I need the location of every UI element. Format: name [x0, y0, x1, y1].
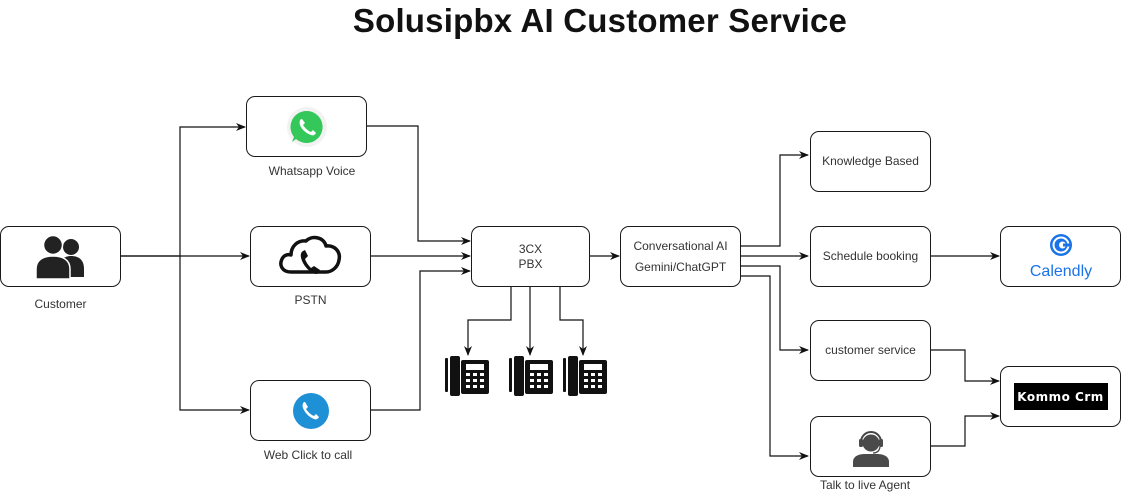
- ai-label-line1: Conversational AI: [633, 238, 728, 253]
- pstn-label: PSTN: [294, 293, 327, 307]
- live-agent-label: Talk to live Agent: [819, 478, 911, 492]
- whatsapp-icon: [286, 106, 327, 147]
- web-call-node[interactable]: [250, 380, 371, 441]
- cloud-phone-icon: [278, 235, 341, 274]
- customer-node[interactable]: [0, 226, 121, 287]
- pbx-node[interactable]: 3CX PBX: [471, 226, 590, 287]
- knowledge-label: Knowledge Based: [822, 154, 919, 168]
- desk-phone-1: [445, 356, 489, 396]
- pbx-label-line1: 3CX: [518, 241, 543, 256]
- calendly-node[interactable]: Calendly: [1000, 226, 1121, 287]
- diagram-title: Solusipbx AI Customer Service: [352, 2, 848, 39]
- schedule-node[interactable]: Schedule booking: [810, 226, 931, 287]
- knowledge-node[interactable]: Knowledge Based: [810, 131, 931, 192]
- live-agent-node[interactable]: [810, 416, 931, 477]
- edge-pbx-phone-1: [464, 287, 512, 356]
- calendly-wordmark: Calendly: [1029, 263, 1091, 280]
- calendly-logo-icon: Calendly: [1029, 233, 1092, 280]
- edge-ai-live-agent: [741, 275, 809, 460]
- customer-label: Customer: [34, 297, 87, 311]
- edge-customer-whatsapp: [121, 123, 246, 257]
- desk-phone-2: [509, 356, 553, 396]
- web-call-label: Web Click to call: [263, 448, 353, 462]
- edge-whatsapp-pbx: [367, 125, 471, 245]
- edge-webcall-pbx: [371, 267, 471, 411]
- kommo-logo-icon: Kommo Crm: [1013, 383, 1108, 410]
- edge-customer-service-kommo: [931, 349, 1000, 385]
- customer-service-label: customer service: [825, 343, 916, 357]
- ai-node[interactable]: Conversational AI Gemini/ChatGPT: [620, 226, 741, 287]
- whatsapp-node[interactable]: [246, 96, 367, 157]
- whatsapp-label: Whatsapp Voice: [268, 164, 356, 178]
- kommo-node[interactable]: Kommo Crm: [1000, 366, 1121, 427]
- schedule-label: Schedule booking: [822, 249, 919, 263]
- desk-phone-3: [563, 356, 607, 396]
- customer-service-node[interactable]: customer service: [810, 320, 931, 381]
- edge-pbx-phone-3: [559, 287, 587, 356]
- edge-live-agent-kommo: [931, 412, 1000, 447]
- ai-label-line2: Gemini/ChatGPT: [634, 259, 727, 274]
- users-icon: [34, 234, 84, 280]
- phone-circle-icon: [292, 392, 329, 429]
- edge-ai-customer-service: [741, 265, 809, 354]
- headset-agent-icon: [852, 430, 889, 467]
- edge-ai-knowledge: [741, 151, 809, 247]
- edge-customer-webcall: [179, 256, 250, 414]
- pbx-label-line2: PBX: [518, 256, 543, 271]
- kommo-wordmark: Kommo Crm: [1017, 389, 1104, 404]
- pstn-node[interactable]: [250, 226, 371, 287]
